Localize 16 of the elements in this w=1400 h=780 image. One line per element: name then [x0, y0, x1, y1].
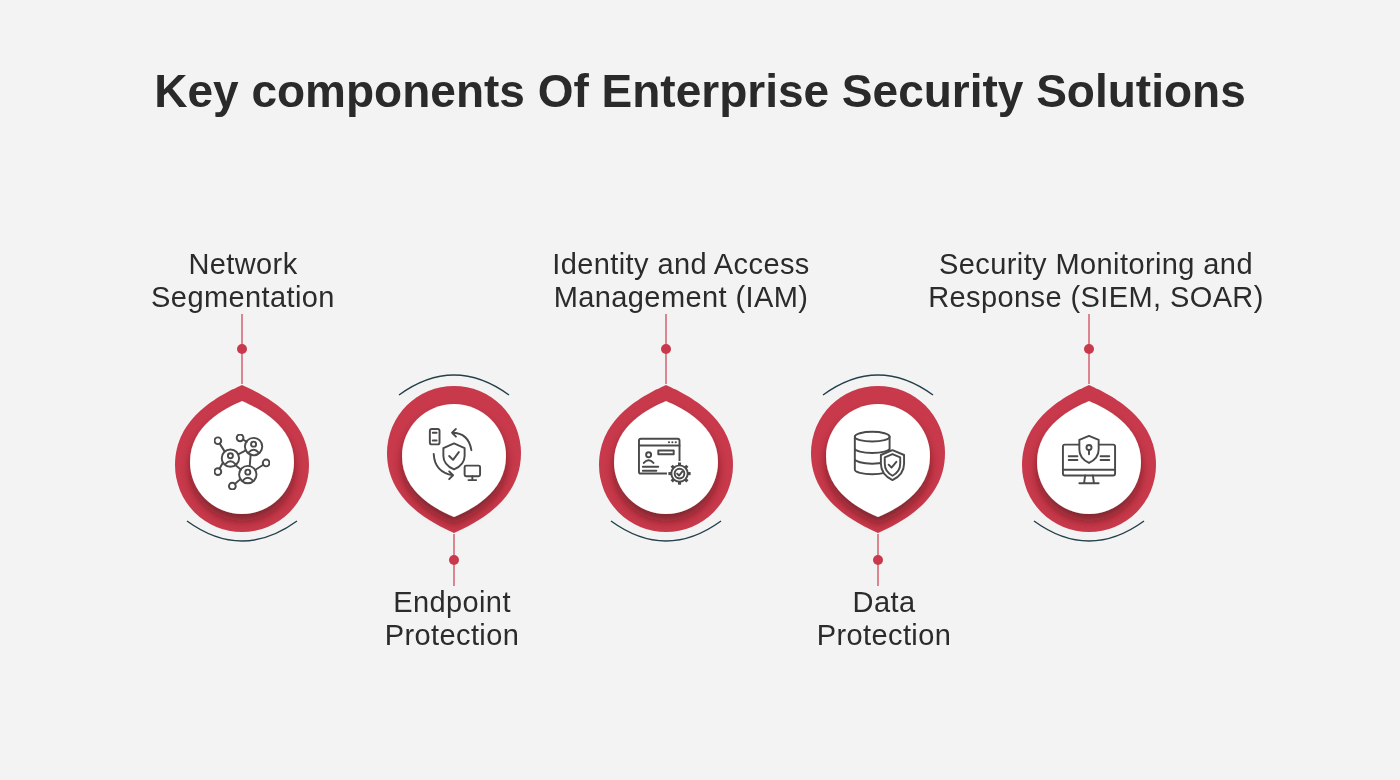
node-label: Identity and Access Management (IAM) [551, 248, 811, 314]
node-label: Security Monitoring and Response (SIEM, SOAR) [927, 248, 1265, 314]
leader-line [1088, 313, 1090, 385]
drop-badge [174, 384, 310, 533]
drop-badge [1021, 384, 1157, 533]
leader-line [877, 533, 879, 587]
leader-line [453, 533, 455, 587]
node-label: Data Protection [815, 586, 953, 652]
leader-line [241, 313, 243, 385]
drop-badge [598, 384, 734, 533]
drop-badge [386, 385, 522, 534]
node-label: Endpoint Protection [383, 586, 521, 652]
leader-line [665, 313, 667, 385]
title: Key components Of Enterprise Security Solutions [154, 65, 1246, 117]
drop-badge [810, 385, 946, 534]
node-label: Network Segmentation [150, 248, 336, 314]
